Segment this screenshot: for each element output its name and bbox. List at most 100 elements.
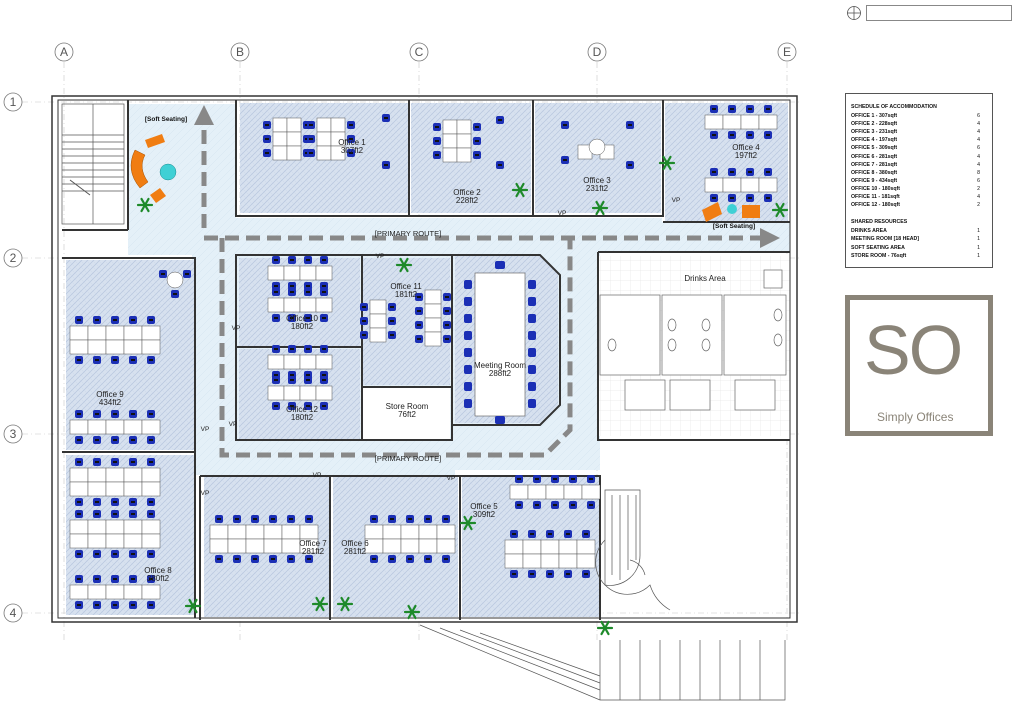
desk (263, 524, 283, 540)
office-chair-icon (93, 550, 101, 558)
office-chair-icon (111, 601, 119, 609)
svg-text:434ft2: 434ft2 (99, 398, 122, 407)
schedule-row-label: OFFICE 7 - 281sqft (851, 161, 898, 168)
office-chair-icon (533, 501, 541, 509)
office-chair-icon (304, 376, 312, 384)
meeting-chair-icon (528, 348, 536, 357)
plant-icon (311, 596, 329, 612)
desk (540, 539, 560, 555)
office-chair-icon (147, 316, 155, 324)
office-chair-icon (93, 498, 101, 506)
office-chair-icon (388, 331, 396, 339)
office-chair-icon (75, 510, 83, 518)
office-chair-icon (147, 356, 155, 364)
office-chair-icon (388, 303, 396, 311)
svg-text:A: A (60, 45, 68, 59)
desks (69, 114, 778, 600)
desk (105, 339, 125, 355)
desk (123, 533, 143, 549)
schedule-row-label: OFFICE 6 - 281sqft (851, 153, 898, 160)
desk (87, 419, 107, 435)
meeting-chair-icon (464, 314, 472, 323)
desk (424, 289, 442, 305)
desk (286, 145, 302, 161)
meeting-chair-icon (464, 297, 472, 306)
soft-seating-top-right (702, 202, 760, 222)
desk (456, 133, 472, 149)
office-chair-icon (764, 131, 772, 139)
office-3-floor (535, 103, 661, 213)
desk (522, 553, 542, 569)
schedule-row-value: 4 (977, 194, 980, 201)
svg-text:[Soft Seating]: [Soft Seating] (713, 223, 755, 230)
svg-text:228ft2: 228ft2 (456, 196, 479, 205)
desk (418, 538, 438, 554)
desk (87, 533, 107, 549)
svg-text:VP: VP (229, 421, 238, 428)
office-chair-icon (528, 530, 536, 538)
office-chair-icon (347, 149, 355, 157)
svg-text:VP: VP (376, 253, 385, 260)
office-chair-icon (443, 335, 451, 343)
desk (299, 297, 317, 313)
desk (576, 553, 596, 569)
office-chair-icon (370, 515, 378, 523)
desk (299, 354, 317, 370)
office-chair-icon (129, 498, 137, 506)
desk (209, 524, 229, 540)
office-chair-icon (564, 530, 572, 538)
office-chair-icon (443, 321, 451, 329)
office-chair-icon (305, 515, 313, 523)
office-chair-icon (582, 530, 590, 538)
svg-text:VP: VP (672, 197, 681, 204)
desk (704, 177, 724, 193)
svg-text:Meeting Room: Meeting Room (474, 361, 526, 370)
desk (69, 419, 89, 435)
office-chair-icon (433, 137, 441, 145)
desk (87, 481, 107, 497)
desk (315, 354, 333, 370)
desk (299, 524, 319, 540)
office-chair-icon (305, 555, 313, 563)
desk (105, 533, 125, 549)
office-chair-icon (272, 288, 280, 296)
office-chair-icon (288, 376, 296, 384)
desk (436, 524, 456, 540)
office-chair-icon (75, 601, 83, 609)
desk (527, 484, 547, 500)
store-room-floor (363, 388, 450, 439)
office-chair-icon (626, 121, 634, 129)
svg-text:180ft2: 180ft2 (291, 322, 314, 331)
plants (136, 155, 789, 636)
office-chair-icon (569, 501, 577, 509)
schedule-row-value: 4 (977, 153, 980, 160)
office-chair-icon (111, 316, 119, 324)
office-chair-icon (388, 555, 396, 563)
svg-text:180ft2: 180ft2 (291, 413, 314, 422)
desk (364, 524, 384, 540)
office-chair-icon (159, 270, 167, 278)
desk (286, 117, 302, 133)
schedule-row-label: DRINKS AREA (851, 228, 887, 235)
office-chair-icon (320, 345, 328, 353)
office-chair-icon (515, 475, 523, 483)
walls (51, 95, 798, 623)
svg-text:VP: VP (201, 490, 210, 497)
meeting-chair-icon (528, 365, 536, 374)
office-chair-icon (710, 194, 718, 202)
meeting-chair-icon (528, 399, 536, 408)
desk (758, 177, 778, 193)
grid-col-e: E (777, 42, 797, 62)
office-chair-icon (473, 123, 481, 131)
svg-text:Office 1: Office 1 (338, 138, 366, 147)
grid-row-2: 2 (3, 248, 23, 268)
desk (141, 467, 161, 483)
office-chair-icon (746, 105, 754, 113)
route-labels: [PRIMARY ROUTE] [PRIMARY ROUTE] [Soft Se… (145, 116, 755, 463)
